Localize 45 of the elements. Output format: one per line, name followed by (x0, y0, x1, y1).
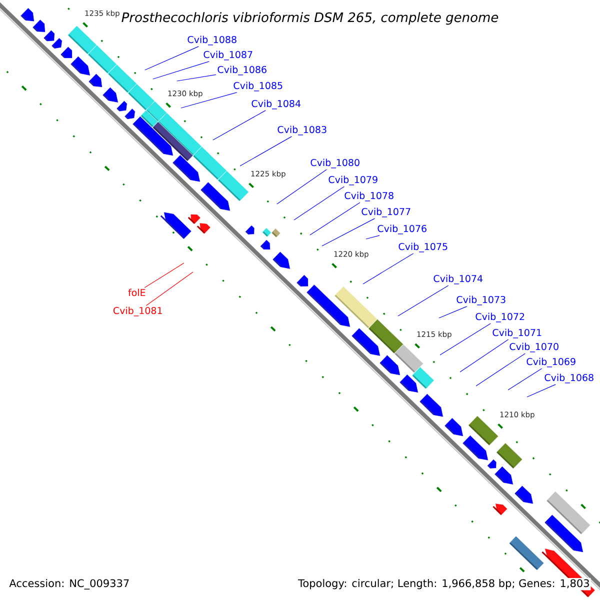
gene-label: Cvib_1079 (328, 176, 378, 186)
leader-line (366, 235, 380, 240)
gene-label: Cvib_1073 (456, 296, 506, 306)
gene-label: Cvib_1071 (492, 328, 542, 338)
leader-line (322, 218, 376, 246)
leader-line (212, 110, 266, 140)
gene-label: Cvib_1077 (362, 208, 410, 218)
gene-label: Cvib_1080 (310, 158, 360, 168)
accession-label: Accession: NC_009337 (9, 579, 129, 590)
gene-label: Cvib_1072 (476, 312, 524, 322)
leader-line (146, 272, 194, 306)
gene-label: Cvib_1068 (544, 374, 594, 384)
gene-label: Cvib_1088 (188, 36, 236, 46)
gene-label: Cvib_1078 (344, 192, 394, 202)
leader-line (310, 202, 360, 236)
leader-line (176, 74, 216, 82)
leader-line (438, 306, 468, 318)
gene-label: Cvib_1084 (252, 100, 301, 110)
gene-label: Cvib_1083 (278, 126, 326, 136)
gene-label: folE (128, 288, 146, 296)
gene-label: Cvib_1075 (398, 242, 448, 252)
gene-label: Cvib_1086 (218, 66, 266, 76)
leader-line (476, 353, 526, 386)
leader-line (294, 186, 345, 220)
leader-line (398, 285, 449, 316)
gene-label: Cvib_1070 (510, 342, 558, 352)
gene-label: Cvib_1074 (434, 274, 483, 284)
gene-label: Cvib_1081 (113, 306, 162, 316)
gene-label: Cvib_1085 (234, 82, 282, 92)
leader-line (276, 169, 327, 204)
leader-line (508, 368, 542, 390)
map-title: Prosthecochloris vibrioformis DSM 265, complete genome (122, 12, 498, 25)
leader-line (180, 92, 238, 108)
leader-line (526, 384, 556, 398)
leader-line (152, 61, 210, 80)
leader-line (240, 136, 292, 166)
leader-line (144, 262, 184, 288)
leader-line (362, 253, 414, 284)
genome-info-label: Topology: circular; Length: 1,966,858 bp; Genes: 1,803 (297, 578, 591, 590)
gene-label: Cvib_1076 (378, 224, 426, 234)
leader-line (460, 339, 509, 372)
leader-line (440, 323, 491, 356)
gene-label: Cvib_1087 (204, 50, 252, 60)
leader-line (144, 46, 199, 70)
gene-label: Cvib_1069 (526, 358, 576, 368)
